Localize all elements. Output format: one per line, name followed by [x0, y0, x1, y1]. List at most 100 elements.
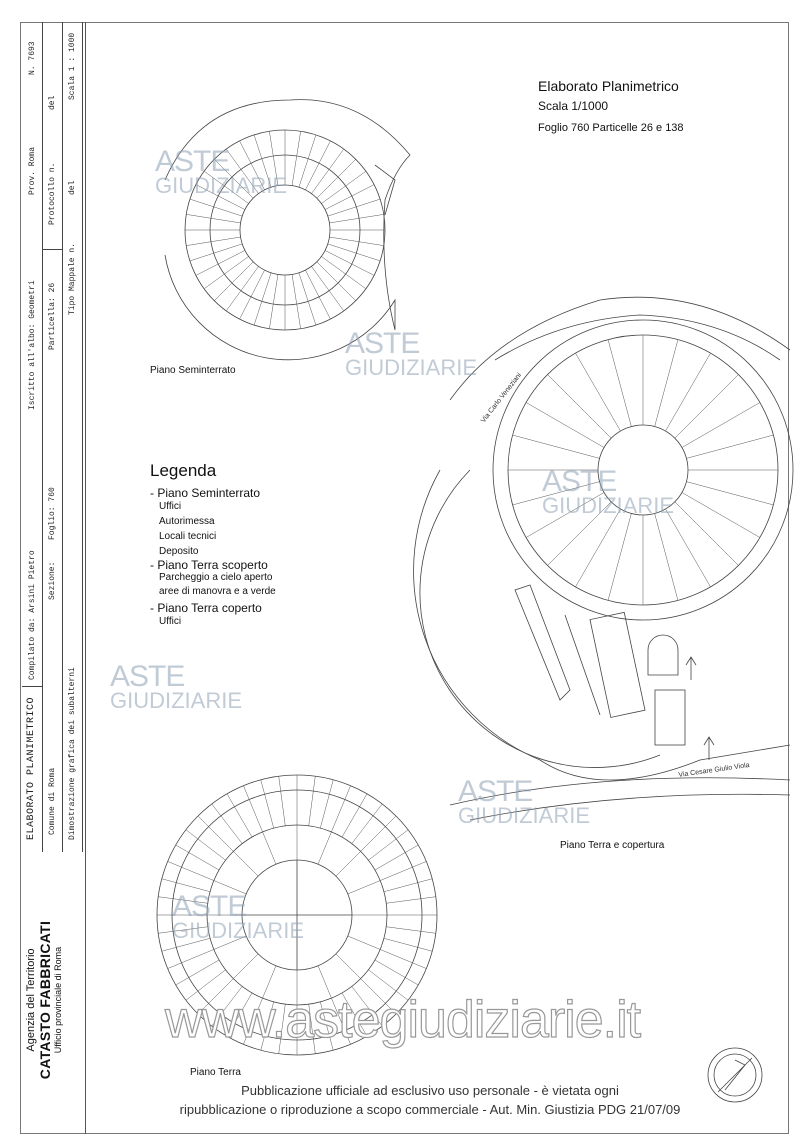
site-watermark: www.astegiudiziarie.it [164, 990, 641, 1049]
partition-line [331, 785, 351, 832]
partition-line [197, 978, 234, 1015]
partition-line [321, 171, 367, 204]
partition-line [380, 949, 427, 969]
partition-line [341, 992, 368, 1037]
partition-line [203, 256, 249, 289]
partition-line [243, 785, 263, 832]
partition-line [175, 959, 220, 986]
partition-line [321, 256, 367, 289]
partition-line [317, 831, 332, 865]
partition-line [368, 829, 409, 861]
plan-scale: Scala 1/1000 [538, 99, 609, 113]
partition-line [239, 140, 265, 191]
partition-line [374, 844, 419, 871]
legend-item: Uffici [159, 501, 182, 512]
legend-item: Autorimessa [159, 516, 215, 527]
partition-line [305, 269, 331, 320]
partition-line [158, 896, 208, 904]
legend-item: Uffici [159, 616, 182, 627]
partition-line [335, 953, 361, 979]
partition-line [607, 339, 632, 427]
partition-line [347, 935, 381, 950]
partition-line [189, 243, 243, 262]
partition-line [654, 513, 679, 601]
legend-group: - Piano Terra coperto [150, 601, 262, 615]
partition-line [386, 896, 436, 904]
partition-line [327, 198, 381, 217]
partition-line [213, 935, 247, 950]
partition-line [197, 815, 234, 852]
partition-line [320, 1001, 334, 1051]
partition-line [327, 243, 381, 262]
partition-line [211, 986, 243, 1027]
partition-line [383, 938, 433, 952]
partition-line [226, 266, 259, 312]
partition-line [383, 878, 433, 892]
partition-line [547, 501, 612, 566]
partition-line [547, 374, 612, 439]
partition-line [360, 815, 397, 852]
plan-foglio: Foglio 760 Particelle 26 e 138 [538, 122, 684, 134]
label-terra: Piano Terra [190, 1067, 241, 1078]
partition-line [186, 214, 241, 224]
partition-line [203, 171, 249, 204]
partition-line [386, 926, 436, 934]
north-arrow-icon [707, 1047, 763, 1103]
partition-line [213, 880, 247, 895]
partition-line [368, 969, 409, 1001]
partition-line [186, 236, 241, 246]
arrow-icon [703, 736, 715, 760]
partition-line [298, 134, 317, 188]
footer-line-1: Pubblicazione ufficiale ad esclusivo uso… [241, 1083, 619, 1098]
partition-line [654, 339, 679, 427]
partition-line [512, 481, 600, 506]
partition-line [329, 214, 384, 224]
partition-line [260, 779, 274, 829]
legend: Legenda - Piano Seminterrato Uffici Auto… [150, 462, 276, 629]
partition-line [226, 148, 259, 194]
partition-line [607, 513, 632, 601]
partition-line [317, 965, 332, 999]
partition-line [195, 184, 246, 210]
partition-line [575, 508, 621, 588]
partition-line [195, 250, 246, 276]
partition-line [525, 402, 605, 448]
partition-line [316, 159, 356, 199]
partition-line [243, 998, 263, 1045]
legend-group: - Piano Terra scoperto [150, 558, 268, 572]
partition-line [278, 1004, 286, 1054]
partition-line [311, 266, 344, 312]
legend-item: Deposito [159, 546, 199, 557]
partition-line [239, 269, 265, 320]
partition-line [269, 274, 279, 329]
partition-line [575, 352, 621, 432]
partition-line [260, 1001, 274, 1051]
partition-line [686, 481, 774, 506]
partition-line [674, 374, 739, 439]
legend-item: aree di manovra e a verde [159, 586, 276, 597]
plan-title: Elaborato Planimetrico [538, 78, 679, 94]
partition-line [351, 803, 383, 844]
partition-line [525, 492, 605, 538]
partition-line [298, 272, 317, 326]
partition-line [331, 998, 351, 1045]
partition-line [291, 274, 301, 329]
partition-line [308, 1004, 316, 1054]
partition-line [226, 992, 253, 1037]
partition-line [167, 949, 214, 969]
partition-line [161, 938, 211, 952]
partition-line [175, 844, 220, 871]
legend-item: Parcheggio a cielo aperto [159, 572, 273, 583]
partition-line [512, 434, 600, 459]
partition-line [374, 959, 419, 986]
partition-line [360, 978, 397, 1015]
label-seminterrato: Piano Seminterrato [150, 365, 236, 376]
partition-line [262, 831, 277, 865]
partition-line [674, 501, 739, 566]
legend-item: Locali tecnici [159, 531, 217, 542]
